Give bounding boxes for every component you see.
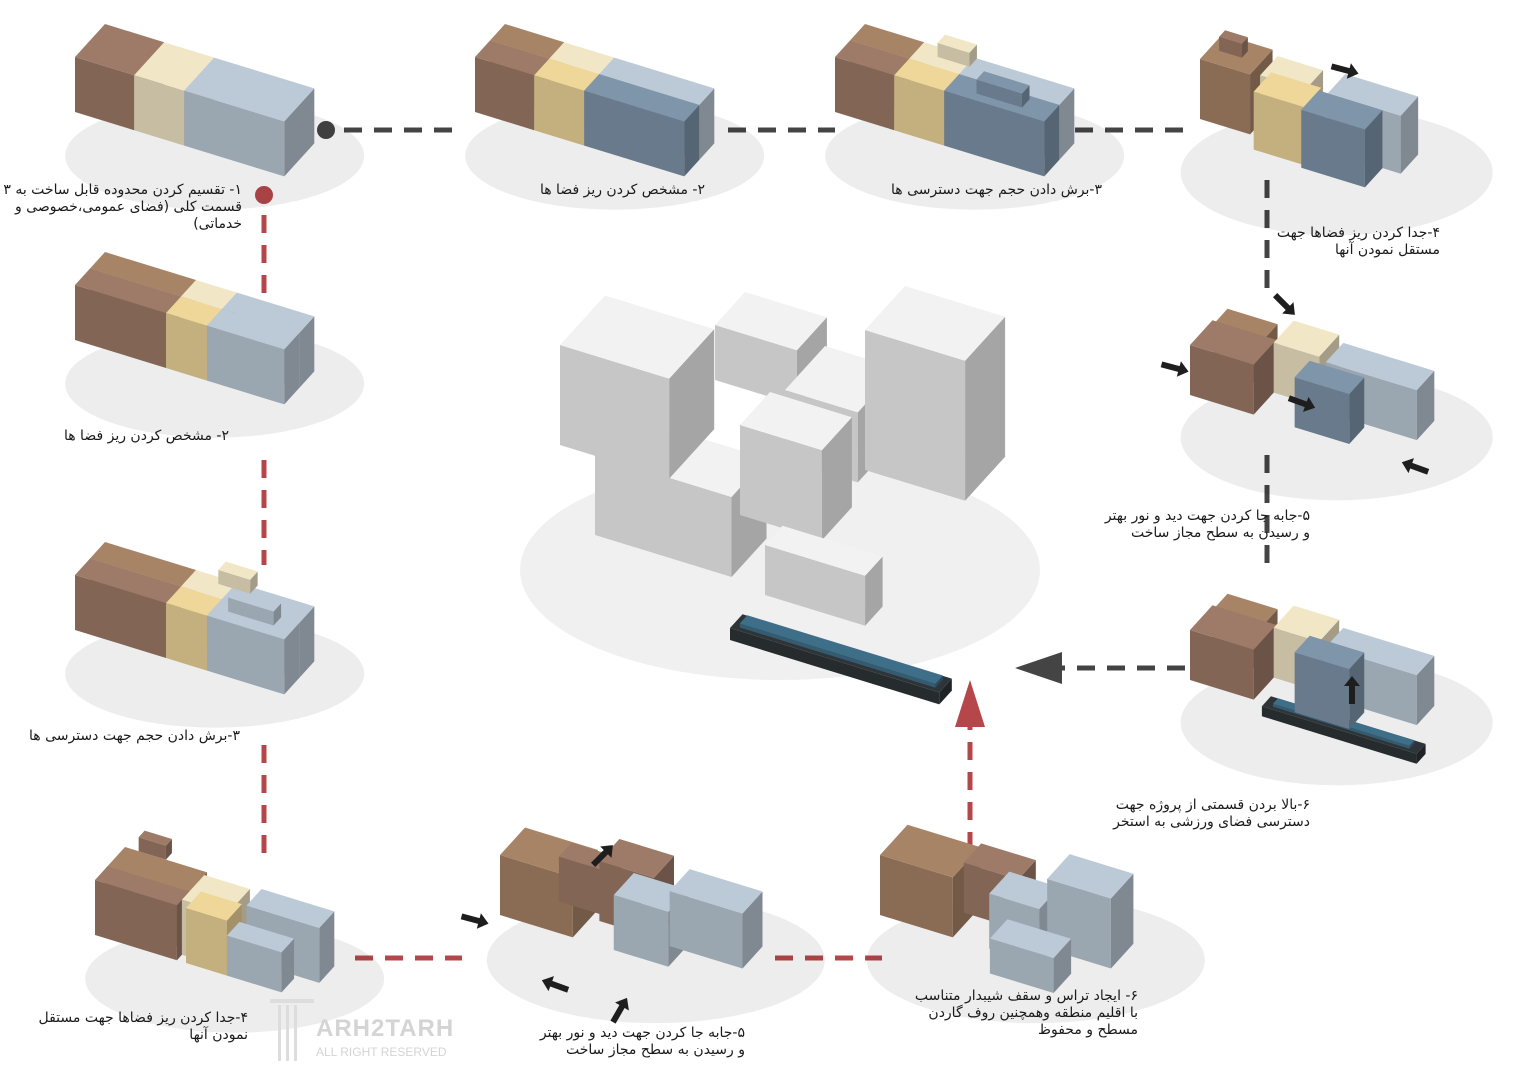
- mass-block: [865, 286, 1006, 501]
- label-step5-bottom: ۵-جابه جا کردن جهت دید و نور بهتر و رسید…: [539, 1025, 745, 1058]
- label-step5-right: ۵-جابه جا کردن جهت دید و نور بهتر و رسید…: [1104, 508, 1310, 541]
- label-step3-left: ۳-برش دادن حجم جهت دسترسی ها: [28, 728, 240, 744]
- start-dot-icon: [317, 121, 335, 139]
- arrowhead-icon: [955, 680, 985, 727]
- watermark-logo: ARH2TARH ALL RIGHT RESERVED: [268, 995, 468, 1070]
- mass-block: [228, 589, 282, 626]
- connectors: [255, 121, 1270, 961]
- mass-block: [1294, 635, 1365, 729]
- mass-block: [989, 919, 1072, 994]
- watermark-rights: ALL RIGHT RESERVED: [316, 1045, 447, 1059]
- arrow-icon: [1160, 361, 1189, 377]
- mass-block: [937, 34, 977, 67]
- arrow-icon: [1330, 63, 1359, 79]
- arrow-icon: [460, 913, 489, 929]
- start-dot-icon: [255, 186, 273, 204]
- mass-block: [1190, 605, 1277, 700]
- mass-block: [584, 74, 700, 177]
- mass-block: [560, 295, 715, 479]
- mass-block: [1219, 30, 1248, 58]
- label-step6-right: ۶-بالا بردن قسمتی از پروژه جهت دسترسی فض…: [1113, 797, 1310, 830]
- label-step2-top: ۲- مشخص کردن ریز فضا ها: [539, 182, 705, 198]
- mass-block: [184, 57, 315, 177]
- arrow-icon: [590, 845, 613, 868]
- mass-block: [1190, 320, 1277, 415]
- arrow-icon: [610, 997, 629, 1024]
- mass-block: [186, 891, 242, 976]
- arrow-icon: [1272, 292, 1295, 315]
- massing-diagrams: [65, 24, 1493, 1033]
- mass-block: [226, 921, 295, 993]
- mass-block: [206, 309, 300, 405]
- label-step4-right: ۴-جدا کردن ریز فضاها جهت مستقل نمودن آنه…: [1276, 225, 1440, 258]
- arrow-icon: [1401, 458, 1430, 475]
- mass-block: [218, 561, 258, 594]
- mass-block: [138, 830, 172, 860]
- mass-block: [1301, 90, 1383, 188]
- arrow-icon: [1344, 676, 1360, 704]
- mass-block: [669, 869, 763, 969]
- arrow-icon: [541, 976, 570, 993]
- mass-block: [976, 71, 1030, 108]
- label-step2-left: ۲- مشخص کردن ریز فضا ها: [63, 428, 229, 444]
- label-step6-bottom: ۶- ایجاد تراس و سقف شیبدار متناسب با اقل…: [914, 988, 1138, 1038]
- watermark-brand: ARH2TARH: [316, 1015, 455, 1042]
- mass-block: [765, 525, 883, 626]
- mass-block: [740, 392, 852, 541]
- arrow-icon: [1287, 395, 1316, 412]
- arrowhead-icon: [1015, 652, 1062, 684]
- label-step3-top: ۳-برش دادن حجم جهت دسترسی ها: [890, 182, 1102, 198]
- mass-block: [739, 615, 943, 688]
- mass-block: [1294, 360, 1365, 444]
- label-step1: ۱- تقسیم کردن محدوده قابل ساخت به ۳ قسمت…: [3, 182, 242, 232]
- column-logo-icon: [270, 999, 314, 1061]
- label-step4-bottom: ۴-جدا کردن ریز فضاها جهت مستقل نمودن آنه…: [38, 1010, 248, 1043]
